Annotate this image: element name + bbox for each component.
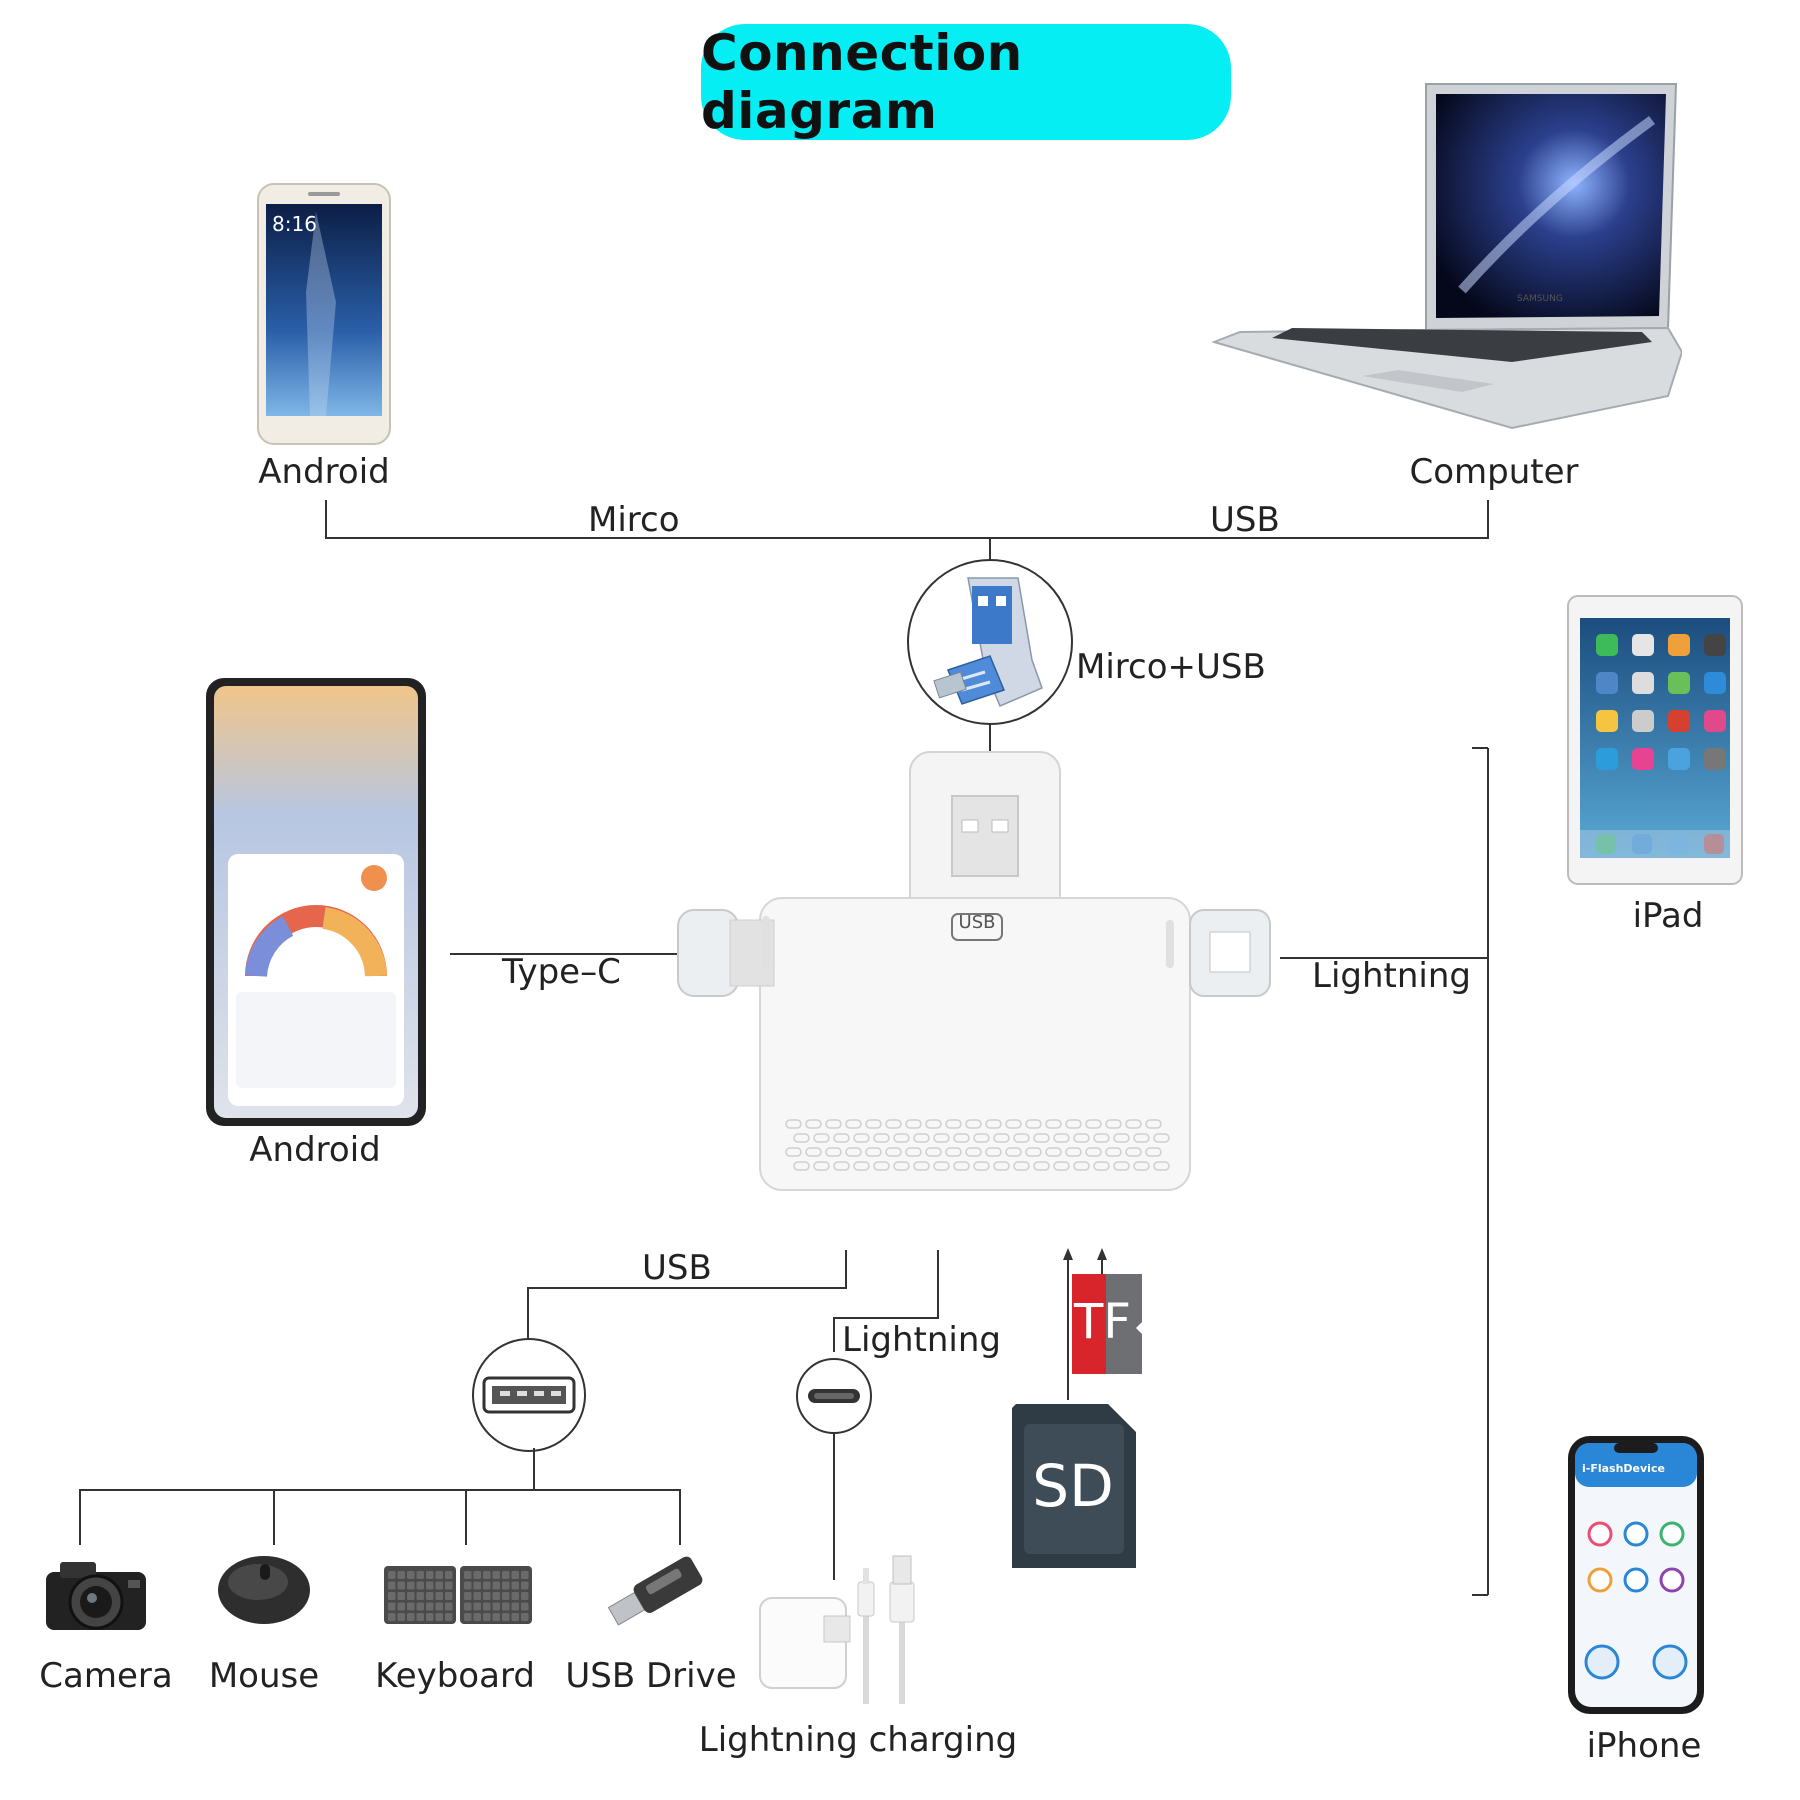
usb-port-icon xyxy=(482,1376,576,1414)
ipad-label: iPad xyxy=(1632,896,1704,936)
usb-drive-icon xyxy=(607,1556,703,1626)
usb-drive-label: USB Drive xyxy=(565,1656,737,1696)
sd-label: SD xyxy=(1032,1452,1114,1520)
ipad-icon xyxy=(1567,595,1743,885)
laptop-brand: SAMSUNG xyxy=(1517,294,1563,304)
android-top-label: Android xyxy=(258,452,390,492)
iphone-app-title: i-FlashDevice xyxy=(1582,1462,1665,1475)
phone-time: 8:16 xyxy=(272,212,317,236)
mirco-usb-circle xyxy=(907,559,1073,725)
card-reader-hub xyxy=(677,751,1271,1191)
lightning-port-circle xyxy=(796,1358,872,1434)
iphone-icon xyxy=(1568,1436,1704,1714)
lightning-right-label: Lightning xyxy=(1312,956,1471,996)
mirco-label: Mirco xyxy=(588,500,680,540)
usb-top-label: USB xyxy=(1210,500,1280,540)
mirco-usb-connector-icon xyxy=(933,577,1043,707)
computer-label: Computer xyxy=(1409,452,1579,492)
android-phone-left-icon xyxy=(206,678,426,1126)
sd-card-icon xyxy=(1012,1404,1136,1568)
lightning-bottom-line xyxy=(833,1250,939,1352)
android-left-label: Android xyxy=(249,1130,381,1170)
lightning-charging-label: Lightning charging xyxy=(698,1720,1018,1760)
peripheral-bracket-line xyxy=(79,1489,681,1545)
top-bracket-line xyxy=(325,500,1489,539)
android-phone-top-icon xyxy=(257,183,391,445)
type-c-label: Type–C xyxy=(502,952,621,992)
lightning-port-icon xyxy=(808,1389,860,1403)
mouse-label: Mouse xyxy=(208,1656,320,1696)
keyboard-icon xyxy=(384,1566,532,1624)
mirco-usb-label: Mirco+USB xyxy=(1076,647,1266,687)
laptop-computer-icon xyxy=(1212,83,1682,430)
keyboard-label: Keyboard xyxy=(375,1656,535,1696)
tf-card-icon xyxy=(1072,1274,1142,1374)
camera-label: Camera xyxy=(39,1656,173,1696)
usb-bottom-line xyxy=(527,1250,847,1338)
usb-port-circle xyxy=(472,1338,586,1452)
iphone-label: iPhone xyxy=(1586,1726,1702,1766)
charger-icon xyxy=(759,1555,915,1704)
mouse-icon xyxy=(218,1556,310,1624)
usb-badge: USB xyxy=(958,912,996,933)
tf-label: TF xyxy=(1074,1294,1131,1350)
camera-icon xyxy=(46,1562,146,1630)
usb-bottom-label: USB xyxy=(642,1248,712,1288)
title-banner: Connection diagram xyxy=(701,24,1231,140)
lightning-bottom-label: Lightning xyxy=(842,1320,1001,1360)
page-title: Connection diagram xyxy=(701,24,1023,140)
